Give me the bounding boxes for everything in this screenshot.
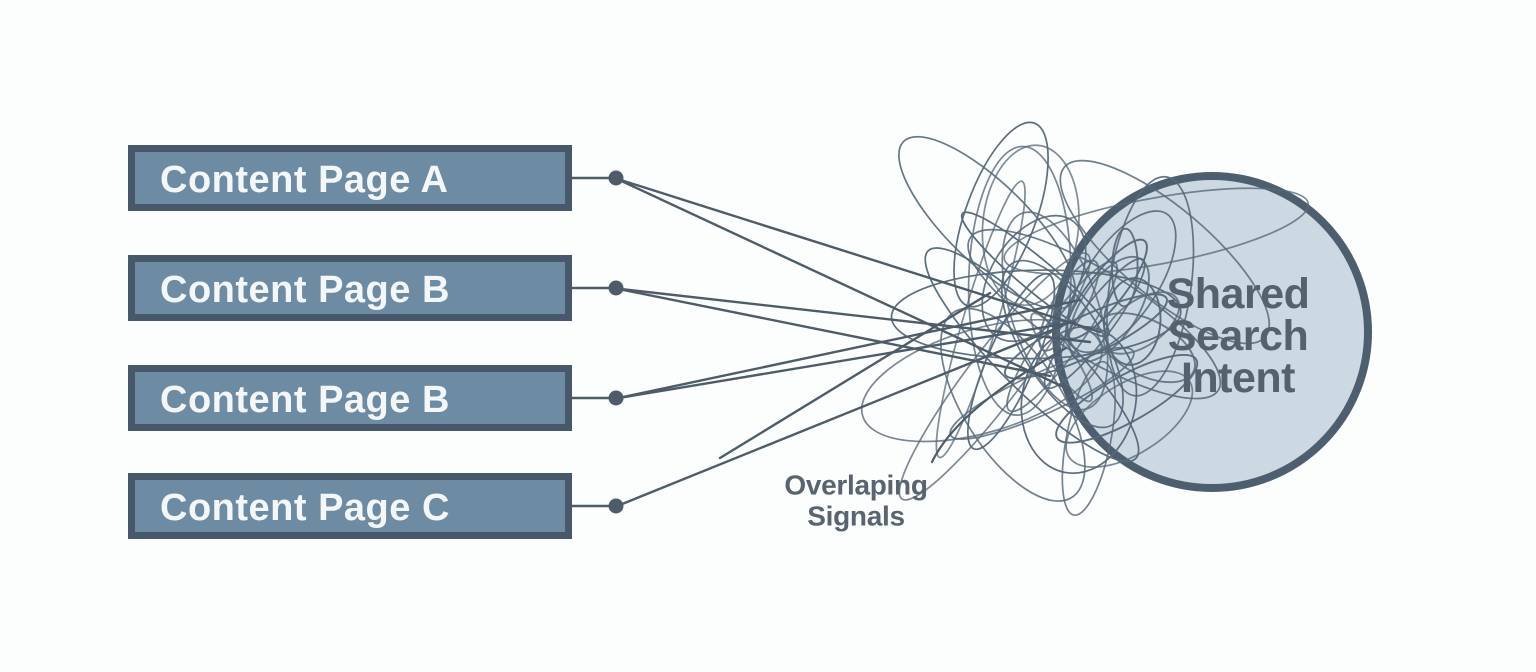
shared-intent-label-line-2: Intent bbox=[1181, 354, 1295, 402]
scribble-loop-core-1 bbox=[1030, 312, 1094, 403]
content-page-box-3 bbox=[128, 473, 572, 539]
scribble-loop-16 bbox=[1065, 370, 1194, 468]
scribble-loop-23 bbox=[1061, 360, 1116, 517]
overlap-signals-label-line-0: Overlaping bbox=[784, 470, 927, 501]
scribble-loop-22 bbox=[960, 211, 1110, 338]
scribble-loop-24 bbox=[1001, 211, 1109, 411]
connector-line-1 bbox=[614, 177, 1102, 334]
scribble-loop-core-9 bbox=[1096, 312, 1196, 384]
content-page-label-2: Content Page B bbox=[160, 379, 450, 421]
connector-line-6 bbox=[614, 324, 1064, 508]
scribble-loop-9 bbox=[1003, 187, 1310, 275]
scribble-loop-3 bbox=[935, 180, 1026, 459]
connector-dot-0 bbox=[608, 170, 624, 186]
connector-line-7 bbox=[718, 291, 992, 460]
connector-dot-3 bbox=[608, 498, 624, 514]
scribble-loop-25 bbox=[1106, 175, 1195, 397]
content-page-label-0: Content Page A bbox=[160, 159, 449, 201]
content-page-label-3: Content Page C bbox=[160, 487, 450, 529]
scribble-loop-core-5 bbox=[1003, 293, 1168, 380]
overlap-leader-line bbox=[930, 346, 1068, 464]
connector-line-4 bbox=[614, 298, 1082, 400]
connector-dot-1 bbox=[608, 280, 624, 296]
shared-intent-label-line-0: Shared bbox=[1167, 270, 1310, 318]
connector-line-0 bbox=[614, 177, 1072, 392]
content-page-box-0 bbox=[128, 145, 572, 211]
scribble-loop-core-7 bbox=[1055, 353, 1199, 444]
content-page-label-1: Content Page B bbox=[160, 269, 450, 311]
connector-dot-2 bbox=[608, 390, 624, 406]
overlap-signals-label-line-1: Signals bbox=[807, 501, 905, 532]
connector-line-5 bbox=[614, 320, 1077, 400]
scribble-loop-core-6 bbox=[1111, 227, 1139, 308]
scribble-loop-6 bbox=[898, 135, 1077, 310]
scribble-loop-14 bbox=[890, 269, 1182, 360]
content-page-box-1 bbox=[128, 255, 572, 321]
shared-intent-label-line-1: Search bbox=[1168, 312, 1308, 360]
scribble-loop-20 bbox=[860, 318, 1103, 443]
scribble-loop-7 bbox=[967, 145, 1072, 417]
scribble-loop-core-8 bbox=[1067, 255, 1150, 363]
scribble-loop-4 bbox=[981, 144, 1080, 307]
content-page-box-2 bbox=[128, 365, 572, 431]
